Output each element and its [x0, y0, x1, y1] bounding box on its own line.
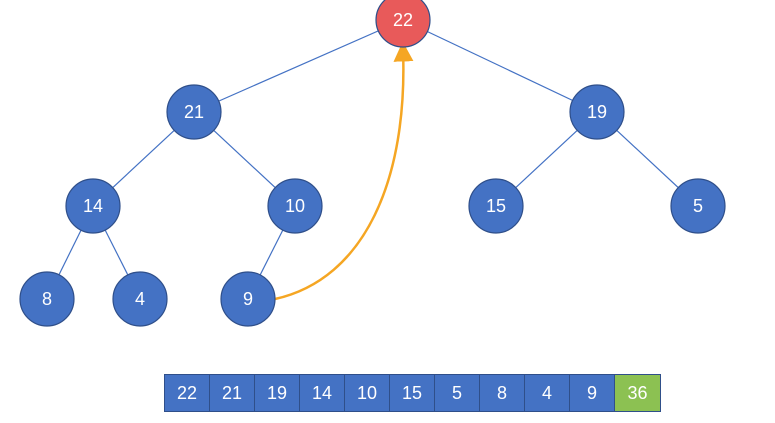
tree-node-10: 10 — [267, 178, 323, 234]
heap-tree: 22 21 19 14 10 15 5 8 4 9 — [19, 0, 726, 327]
node-label: 4 — [135, 289, 145, 309]
node-label: 5 — [693, 196, 703, 216]
tree-node-5: 5 — [670, 178, 726, 234]
tree-node-21: 21 — [166, 84, 222, 140]
node-label: 19 — [587, 102, 607, 122]
array-cell: 9 — [570, 375, 615, 411]
node-circle — [468, 178, 524, 234]
node-circle — [65, 178, 121, 234]
node-label: 8 — [42, 289, 52, 309]
sift-up-arrow — [274, 41, 414, 301]
array-cell: 8 — [480, 375, 525, 411]
node-label: 10 — [285, 196, 305, 216]
edge-n22-n19 — [402, 19, 598, 113]
array-cell: 10 — [345, 375, 390, 411]
array-cell: 5 — [435, 375, 480, 411]
tree-node-22: 22 — [375, 0, 431, 48]
node-circle — [112, 271, 168, 327]
array-cell: 19 — [255, 375, 300, 411]
node-circle — [670, 178, 726, 234]
array-cell: 15 — [390, 375, 435, 411]
tree-node-19: 19 — [569, 84, 625, 140]
node-label: 21 — [184, 102, 204, 122]
node-circle — [569, 84, 625, 140]
tree-node-14: 14 — [65, 178, 121, 234]
edge-n22-n21 — [193, 19, 404, 113]
node-label: 15 — [486, 196, 506, 216]
swap-arrow — [274, 41, 414, 301]
tree-node-15: 15 — [468, 178, 524, 234]
node-circle — [19, 271, 75, 327]
array-cell: 4 — [525, 375, 570, 411]
array-cell: 21 — [210, 375, 255, 411]
node-label: 9 — [243, 289, 253, 309]
tree-node-9: 9 — [220, 271, 276, 327]
node-circle — [220, 271, 276, 327]
tree-node-8: 8 — [19, 271, 75, 327]
tree-nodes: 22 21 19 14 10 15 5 8 4 9 — [19, 0, 726, 327]
node-circle — [267, 178, 323, 234]
array-cell: 14 — [300, 375, 345, 411]
node-circle — [166, 84, 222, 140]
node-label: 14 — [83, 196, 103, 216]
node-circle — [375, 0, 431, 48]
array-cell-new: 36 — [615, 375, 660, 411]
array-cell: 22 — [165, 375, 210, 411]
node-label: 22 — [393, 10, 413, 30]
tree-node-4: 4 — [112, 271, 168, 327]
tree-edges — [46, 19, 699, 300]
